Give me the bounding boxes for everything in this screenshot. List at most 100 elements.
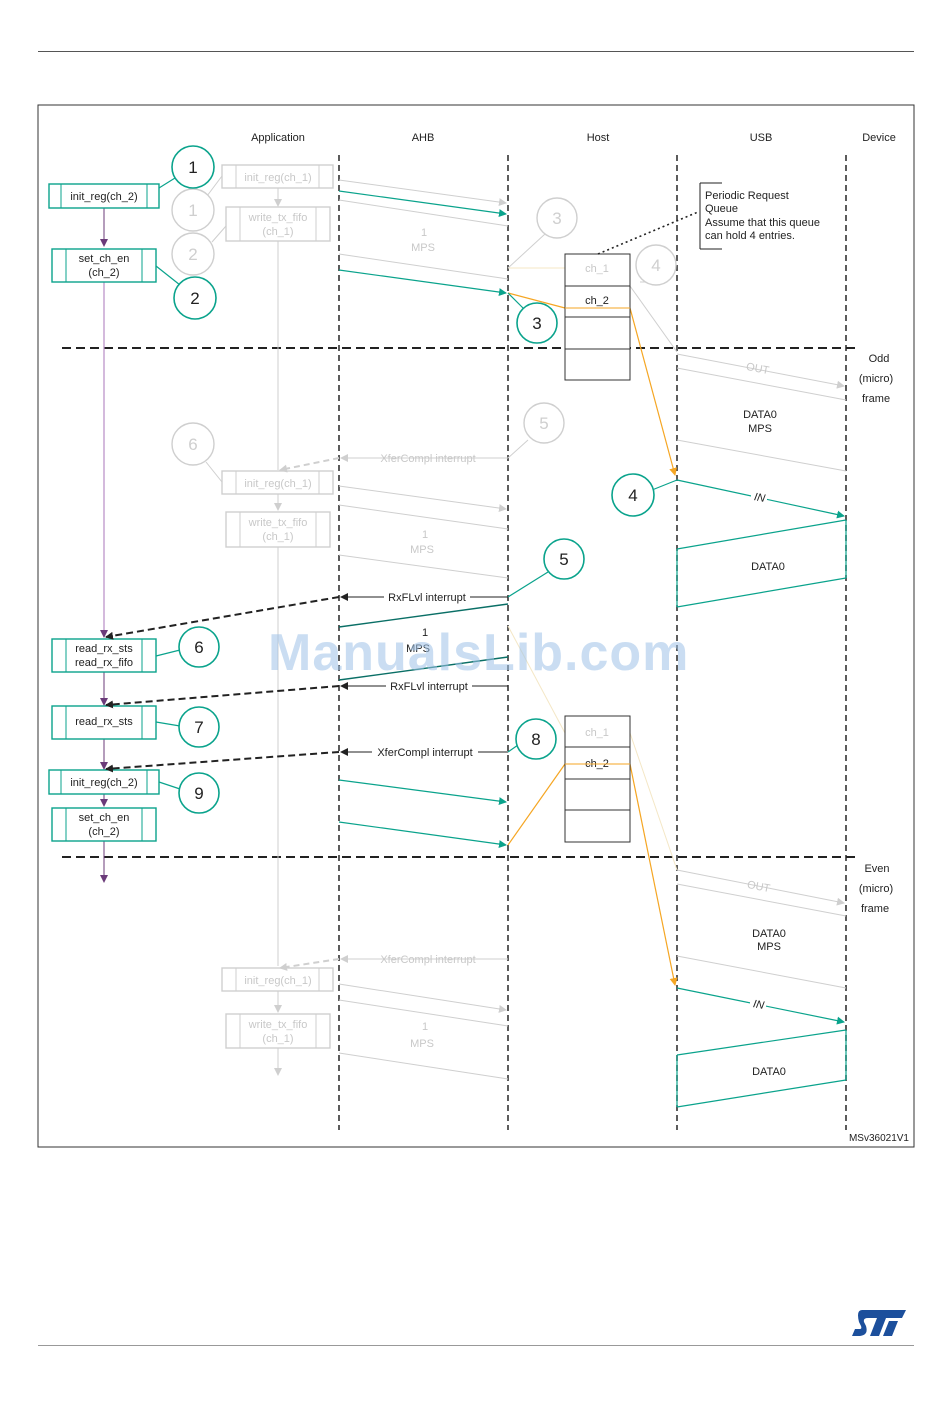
note-line-3: Assume that this queue	[705, 217, 820, 229]
lane-header-ahb: AHB	[412, 132, 435, 144]
svg-text:OUT: OUT	[746, 879, 771, 895]
faint-write-fifo-label-1a: write_tx_fifo	[248, 212, 308, 224]
init-reg-ch2-box-1	[48, 183, 160, 209]
note-line-4: can hold 4 entries.	[705, 230, 795, 242]
active-signals: RxFLvl interrupt 1 MPS RxFLvl interrupt …	[105, 190, 847, 1108]
set-ch-en-label-1a: set_ch_en	[79, 253, 130, 265]
figure-frame	[37, 104, 915, 1148]
svg-text:4: 4	[628, 486, 637, 505]
st-logo-icon	[852, 1310, 906, 1336]
faint-write-fifo-label-3a: write_tx_fifo	[248, 1019, 308, 1031]
init-reg-ch2-label-1: init_reg(ch_2)	[70, 191, 137, 203]
svg-text:MPS: MPS	[748, 423, 772, 435]
svg-text:OUT: OUT	[745, 361, 770, 377]
set-ch-en-label-1b: (ch_2)	[88, 267, 119, 279]
app-ch2-sequence: init_reg(ch_2) set_ch_en (ch_2) read_rx_…	[48, 183, 160, 883]
page-top-rule	[38, 51, 914, 52]
note-line-2: Queue	[705, 203, 738, 215]
svg-text:4: 4	[651, 256, 660, 275]
faint-write-fifo-box-1	[225, 206, 331, 242]
svg-text:IN: IN	[753, 491, 766, 505]
svg-text:IN: IN	[752, 998, 765, 1012]
faint-init-reg-ch1-box-2	[221, 470, 334, 495]
queue2-entry-ch1: ch_1	[585, 727, 609, 739]
callout-2	[173, 276, 217, 320]
svg-text:MPS: MPS	[411, 242, 435, 254]
svg-text:XferCompl interrupt: XferCompl interrupt	[380, 453, 475, 465]
svg-text:3: 3	[532, 314, 541, 333]
svg-text:7: 7	[194, 718, 203, 737]
svg-text:5: 5	[559, 550, 568, 569]
faint-write-fifo-label-2a: write_tx_fifo	[248, 517, 308, 529]
faint-write-fifo-label-2b: (ch_1)	[262, 531, 293, 543]
svg-text:1: 1	[188, 201, 197, 220]
svg-text:MPS: MPS	[410, 544, 434, 556]
even-frame-label-2: (micro)	[859, 883, 893, 895]
svg-text:3: 3	[552, 209, 561, 228]
faint-write-fifo-box-2	[225, 511, 331, 548]
svg-text:MPS: MPS	[410, 1038, 434, 1050]
callout-8	[515, 718, 557, 760]
callout-9	[178, 772, 220, 814]
queue1-entry-ch2: ch_2	[585, 295, 609, 307]
svg-text:MPS: MPS	[757, 941, 781, 953]
read-rx-sts-box	[51, 705, 157, 740]
callout-1	[171, 145, 215, 189]
svg-text:MPS: MPS	[406, 643, 430, 655]
svg-text:2: 2	[188, 245, 197, 264]
svg-text:1: 1	[422, 627, 428, 639]
even-frame-label-1: Even	[864, 863, 889, 875]
callouts: 1 2 3 4 5 6 7 8 9	[155, 145, 678, 814]
svg-text:5: 5	[539, 414, 548, 433]
lane-lines	[338, 155, 847, 1130]
faint-init-reg-ch1-label-3: init_reg(ch_1)	[244, 975, 311, 987]
set-ch-en-label-2b: (ch_2)	[88, 826, 119, 838]
faint-write-fifo-label-3b: (ch_1)	[262, 1033, 293, 1045]
lane-header-application: Application	[251, 132, 305, 144]
data0-label-even: DATA0	[752, 1066, 786, 1078]
queue-paths	[507, 292, 678, 986]
odd-frame-label-3: frame	[862, 393, 890, 405]
periodic-queue-2: ch_1 ch_2	[564, 715, 631, 843]
callout-6	[178, 626, 220, 668]
faint-write-fifo-label-1b: (ch_1)	[262, 226, 293, 238]
svg-text:2: 2	[190, 289, 199, 308]
faint-init-reg-ch1-label-2: init_reg(ch_1)	[244, 478, 311, 490]
faint-init-reg-ch1-box-3	[221, 967, 334, 992]
set-ch-en-box-2	[51, 807, 157, 842]
queue1-entry-ch1: ch_1	[585, 263, 609, 275]
xfercompl-interrupt-label: XferCompl interrupt	[377, 747, 472, 759]
svg-text:DATA0: DATA0	[743, 409, 777, 421]
svg-text:1: 1	[188, 158, 197, 177]
svg-text:XferCompl interrupt: XferCompl interrupt	[380, 954, 475, 966]
svg-text:6: 6	[194, 638, 203, 657]
callout-7	[178, 706, 220, 748]
faint-init-reg-ch1-label-1: init_reg(ch_1)	[244, 172, 311, 184]
svg-text:9: 9	[194, 784, 203, 803]
lane-header-host: Host	[587, 132, 610, 144]
set-ch-en-label-2a: set_ch_en	[79, 812, 130, 824]
svg-text:1: 1	[421, 227, 427, 239]
callout-5	[543, 538, 585, 580]
svg-text:6: 6	[188, 435, 197, 454]
read-rx-sts-only-label: read_rx_sts	[75, 716, 133, 728]
faint-ch1-sequence: init_reg(ch_1) write_tx_fifo (ch_1) init…	[171, 164, 847, 1080]
periodic-queue-1: ch_1 ch_2	[564, 253, 631, 381]
read-rx-fifo-label: read_rx_fifo	[75, 657, 133, 669]
read-rx-sts-fifo-box	[51, 638, 157, 673]
set-ch-en-box-1	[51, 248, 157, 283]
rxflvl-interrupt-label-1: RxFLvl interrupt	[388, 592, 466, 604]
svg-text:8: 8	[531, 730, 540, 749]
rxflvl-interrupt-label-2: RxFLvl interrupt	[390, 681, 468, 693]
callout-3	[516, 302, 558, 344]
faint-write-fifo-box-3	[225, 1013, 331, 1049]
init-reg-ch2-label-2: init_reg(ch_2)	[70, 777, 137, 789]
lane-header-usb: USB	[750, 132, 773, 144]
odd-frame-label-1: Odd	[869, 353, 890, 365]
periodic-queue-note: Periodic Request Queue Assume that this …	[597, 182, 820, 255]
note-line-1: Periodic Request	[705, 190, 789, 202]
even-frame-label-3: frame	[861, 903, 889, 915]
svg-text:1: 1	[422, 1021, 428, 1033]
read-rx-sts-label: read_rx_sts	[75, 643, 133, 655]
